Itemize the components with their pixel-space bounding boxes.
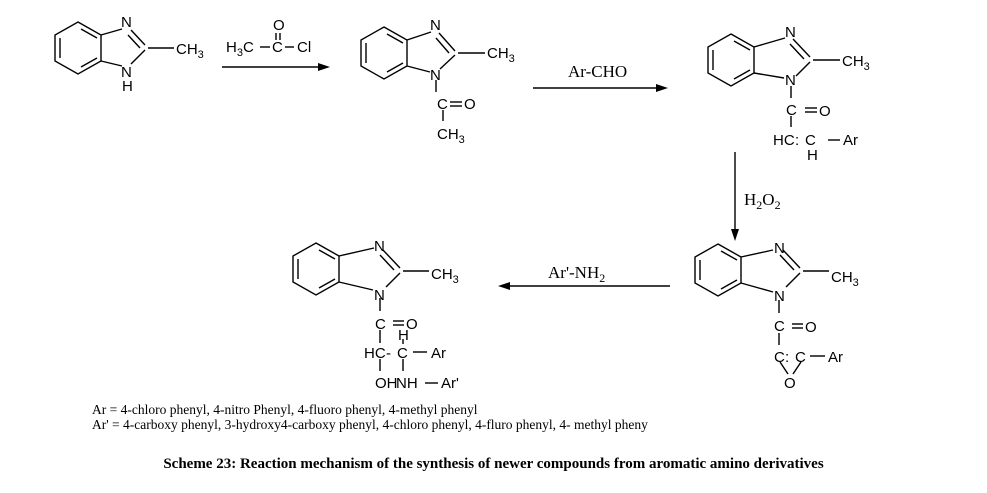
atom-c: C (795, 349, 806, 366)
atom-o: O (805, 319, 817, 336)
atom-c: C (774, 349, 785, 366)
atom-n: N (430, 67, 441, 84)
atom-n: N (121, 14, 132, 31)
reaction-arrow (498, 282, 670, 290)
atom-n: N (774, 288, 785, 305)
reaction-arrow (222, 63, 330, 71)
bond-dot: - (386, 345, 391, 362)
methyl-group: CH3 (176, 41, 204, 61)
hydroxyl-group: OH (375, 375, 398, 392)
atom-c: C (786, 102, 797, 119)
aryl-prime-group: Ar' (441, 375, 459, 392)
methyl-group: H3C (226, 39, 254, 59)
methyl-group: CH3 (842, 53, 870, 73)
reagent-acetyl-chloride: O H3C C Cl (226, 17, 311, 59)
atom-n: N (785, 72, 796, 89)
legend-ar-prime: Ar' = 4-carboxy phenyl, 3-hydroxy4-carbo… (92, 417, 648, 432)
methyl-group: CH3 (437, 126, 465, 146)
atom-o: O (464, 96, 476, 113)
amine-nh: NH (396, 375, 418, 392)
bond-dots: : (785, 349, 789, 366)
reaction-arrow (533, 84, 668, 92)
atom-h: H (807, 147, 818, 164)
atom-o: O (273, 17, 285, 34)
atom-n: N (374, 287, 385, 304)
atom-n: N (121, 64, 132, 81)
compound-unsaturated-ketone: N N CH3 C O HC : C Ar H (707, 24, 870, 164)
atom-c: C (272, 39, 283, 56)
atom-o: O (406, 316, 418, 333)
substituent-legend: Ar = 4-chloro phenyl, 4-nitro Phenyl, 4-… (92, 402, 648, 432)
methyl-group: CH3 (831, 269, 859, 289)
reagent-hydrogen-peroxide: H2O2 (744, 190, 781, 212)
aryl-group: Ar (828, 349, 843, 366)
scheme-caption: Scheme 23: Reaction mechanism of the syn… (163, 456, 824, 472)
atom-c: C (437, 96, 448, 113)
atom-c: C (774, 318, 785, 335)
atom-c: C (375, 316, 386, 333)
atom-c: C (397, 345, 408, 362)
reaction-arrow (731, 152, 739, 241)
vinyl-ch: HC (773, 132, 795, 149)
reagent-aldehyde: Ar-CHO (568, 62, 627, 81)
methine-ch: HC (364, 345, 386, 362)
atom-n: N (785, 24, 796, 41)
aryl-group: Ar (431, 345, 446, 362)
compound-epoxide: N N CH3 C O C : C Ar O (694, 240, 859, 392)
atom-n: N (430, 17, 441, 34)
reagent-aryl-amine: Ar'-NH2 (548, 263, 605, 285)
methyl-group: CH3 (431, 266, 459, 286)
methyl-group: CH3 (487, 45, 515, 65)
aryl-group: Ar (843, 132, 858, 149)
legend-ar: Ar = 4-chloro phenyl, 4-nitro Phenyl, 4-… (92, 402, 478, 417)
atom-h: H (122, 78, 133, 95)
atom-h: H (398, 327, 409, 344)
compound-2-methylbenzimidazole: N N H CH3 (54, 14, 204, 95)
double-bond-dots: : (795, 132, 799, 149)
compound-amino-alcohol-product: N N CH3 C O H HC - C Ar OH NH Ar' (292, 238, 459, 392)
atom-c: C (805, 132, 816, 149)
atom-n: N (374, 238, 385, 255)
atom-n: N (774, 240, 785, 257)
compound-n-acetyl-benzimidazole: N N CH3 C O CH3 (360, 17, 515, 146)
atom-o: O (819, 103, 831, 120)
atom-cl: Cl (297, 39, 311, 56)
atom-o: O (784, 375, 796, 392)
